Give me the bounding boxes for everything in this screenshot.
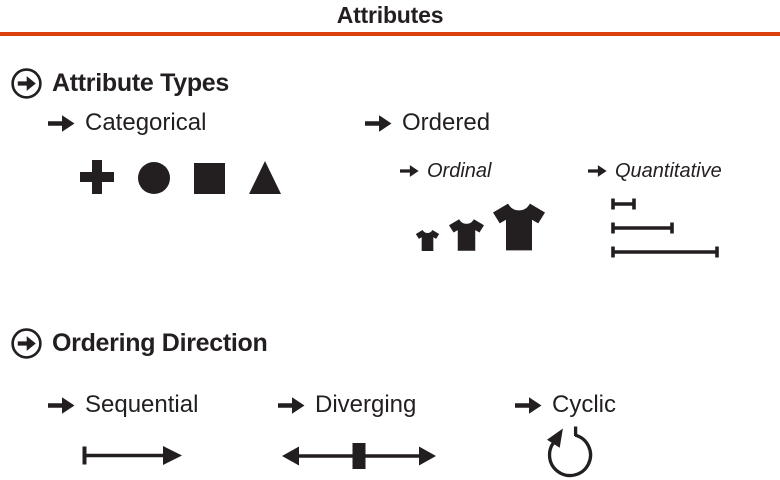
right-arrow-icon	[48, 114, 75, 133]
right-arrow-icon	[515, 396, 542, 415]
diverging-arrow-icon	[280, 443, 438, 469]
item-label: Cyclic	[552, 391, 616, 418]
right-arrow-icon	[365, 114, 392, 133]
right-arrow-icon	[278, 396, 305, 415]
item-sequential: Sequential	[48, 392, 198, 418]
item-quantitative: Quantitative	[588, 160, 722, 182]
tshirt-medium-icon	[449, 219, 484, 251]
sequential-glyph	[81, 444, 183, 467]
diverging-glyph	[280, 443, 438, 469]
plus-icon	[80, 160, 114, 194]
sub-label: Quantitative	[615, 160, 722, 182]
circled-arrow-icon	[10, 327, 43, 360]
item-ordinal: Ordinal	[400, 160, 491, 182]
categorical-glyphs	[80, 160, 281, 194]
quantitative-glyphs	[611, 197, 721, 259]
cyclic-glyph	[542, 424, 598, 480]
square-icon	[194, 163, 225, 194]
ordinal-glyphs	[415, 203, 545, 251]
cyclic-arrow-icon	[542, 424, 598, 480]
section-header-ordering-direction: Ordering Direction	[10, 327, 268, 360]
tshirt-small-icon	[415, 230, 440, 251]
sub-label: Ordinal	[427, 160, 492, 182]
item-label: Ordered	[402, 109, 491, 136]
triangle-icon	[249, 161, 281, 194]
right-arrow-icon	[588, 164, 607, 178]
right-arrow-icon	[48, 396, 75, 415]
page-title: Attributes	[336, 2, 444, 28]
measured-lines-icon	[611, 197, 721, 259]
item-diverging: Diverging	[278, 392, 416, 418]
title-rule	[0, 32, 780, 36]
item-label: Categorical	[85, 109, 207, 136]
item-cyclic: Cyclic	[515, 392, 616, 418]
section-heading: Ordering Direction	[52, 329, 268, 357]
circled-arrow-icon	[10, 67, 43, 100]
section-header-attribute-types: Attribute Types	[10, 67, 229, 100]
circle-icon	[138, 162, 170, 194]
item-ordered: Ordered	[365, 110, 490, 136]
section-heading: Attribute Types	[52, 69, 229, 97]
item-label: Sequential	[85, 391, 199, 418]
right-arrow-icon	[400, 164, 419, 178]
tshirt-large-icon	[493, 203, 545, 251]
item-label: Diverging	[315, 391, 417, 418]
item-categorical: Categorical	[48, 110, 206, 136]
sequential-arrow-icon	[81, 444, 183, 467]
